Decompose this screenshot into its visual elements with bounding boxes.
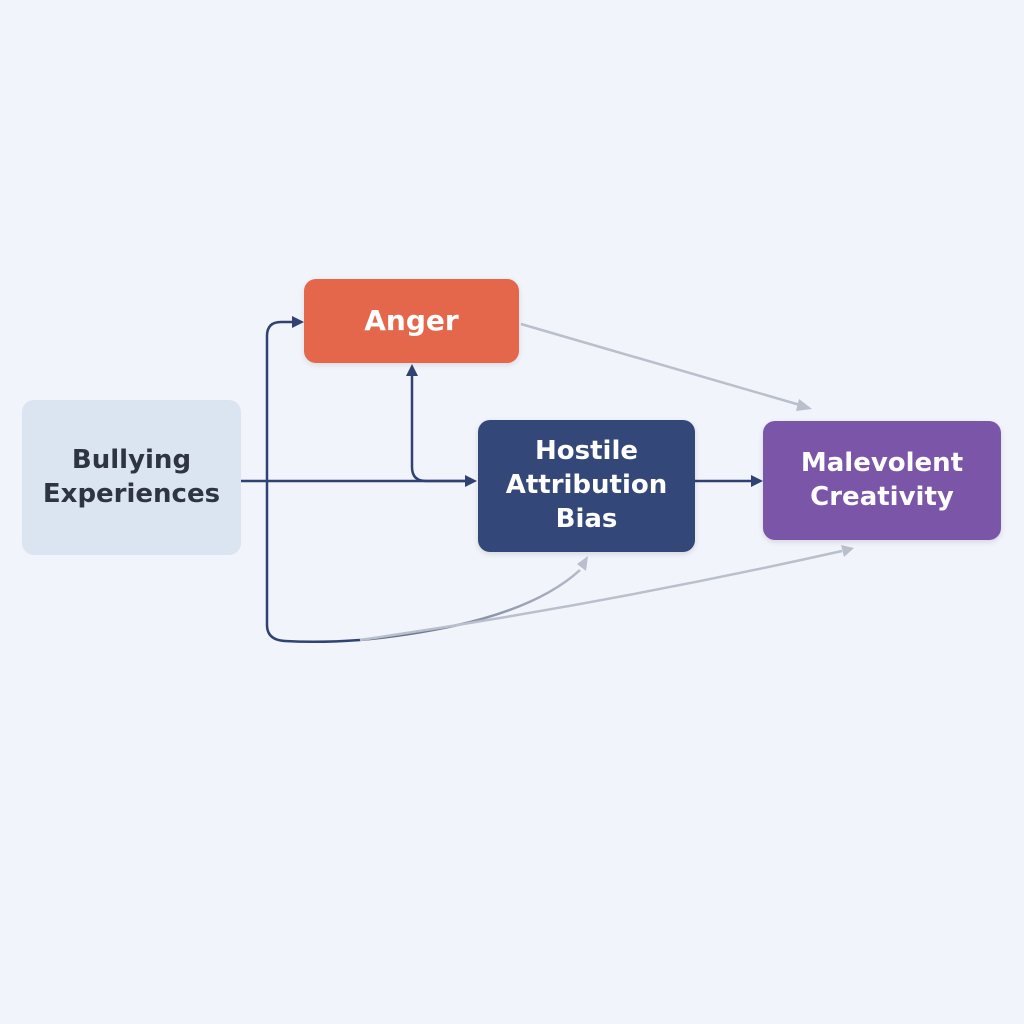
- node-hostile-label: Hostile Attribution Bias: [505, 436, 668, 534]
- arrow-anger-to-malevolent: [520, 322, 801, 407]
- node-bullying-experiences: Bullying Experiences: [22, 400, 241, 555]
- arrowhead-bullying-to-anger: [292, 316, 304, 328]
- arrowhead-curve-to-malevolent: [841, 545, 854, 557]
- arrowhead-hostile-to-anger: [406, 364, 418, 376]
- node-malevolent-creativity: Malevolent Creativity: [763, 421, 1001, 540]
- arrow-curve-to-hostile: [359, 569, 581, 642]
- arrowhead-bullying-to-hostile: [465, 475, 477, 487]
- arrowhead-anger-to-malevolent: [796, 399, 812, 411]
- arrow-curve-to-malevolent: [359, 549, 843, 642]
- arrow-bullying-to-anger: [265, 320, 292, 481]
- node-anger: Anger: [304, 279, 519, 363]
- node-bullying-label: Bullying Experiences: [42, 444, 221, 509]
- node-hostile-attribution-bias: Hostile Attribution Bias: [478, 420, 695, 552]
- arrow-hostile-to-anger: [410, 376, 466, 483]
- node-anger-label: Anger: [364, 303, 459, 337]
- node-malevolent-label: Malevolent Creativity: [800, 447, 964, 512]
- arrowhead-curve-to-hostile: [577, 556, 588, 571]
- arrow-bullying-lower-branch: [265, 481, 361, 644]
- arrowhead-hostile-to-malevolent: [751, 475, 763, 487]
